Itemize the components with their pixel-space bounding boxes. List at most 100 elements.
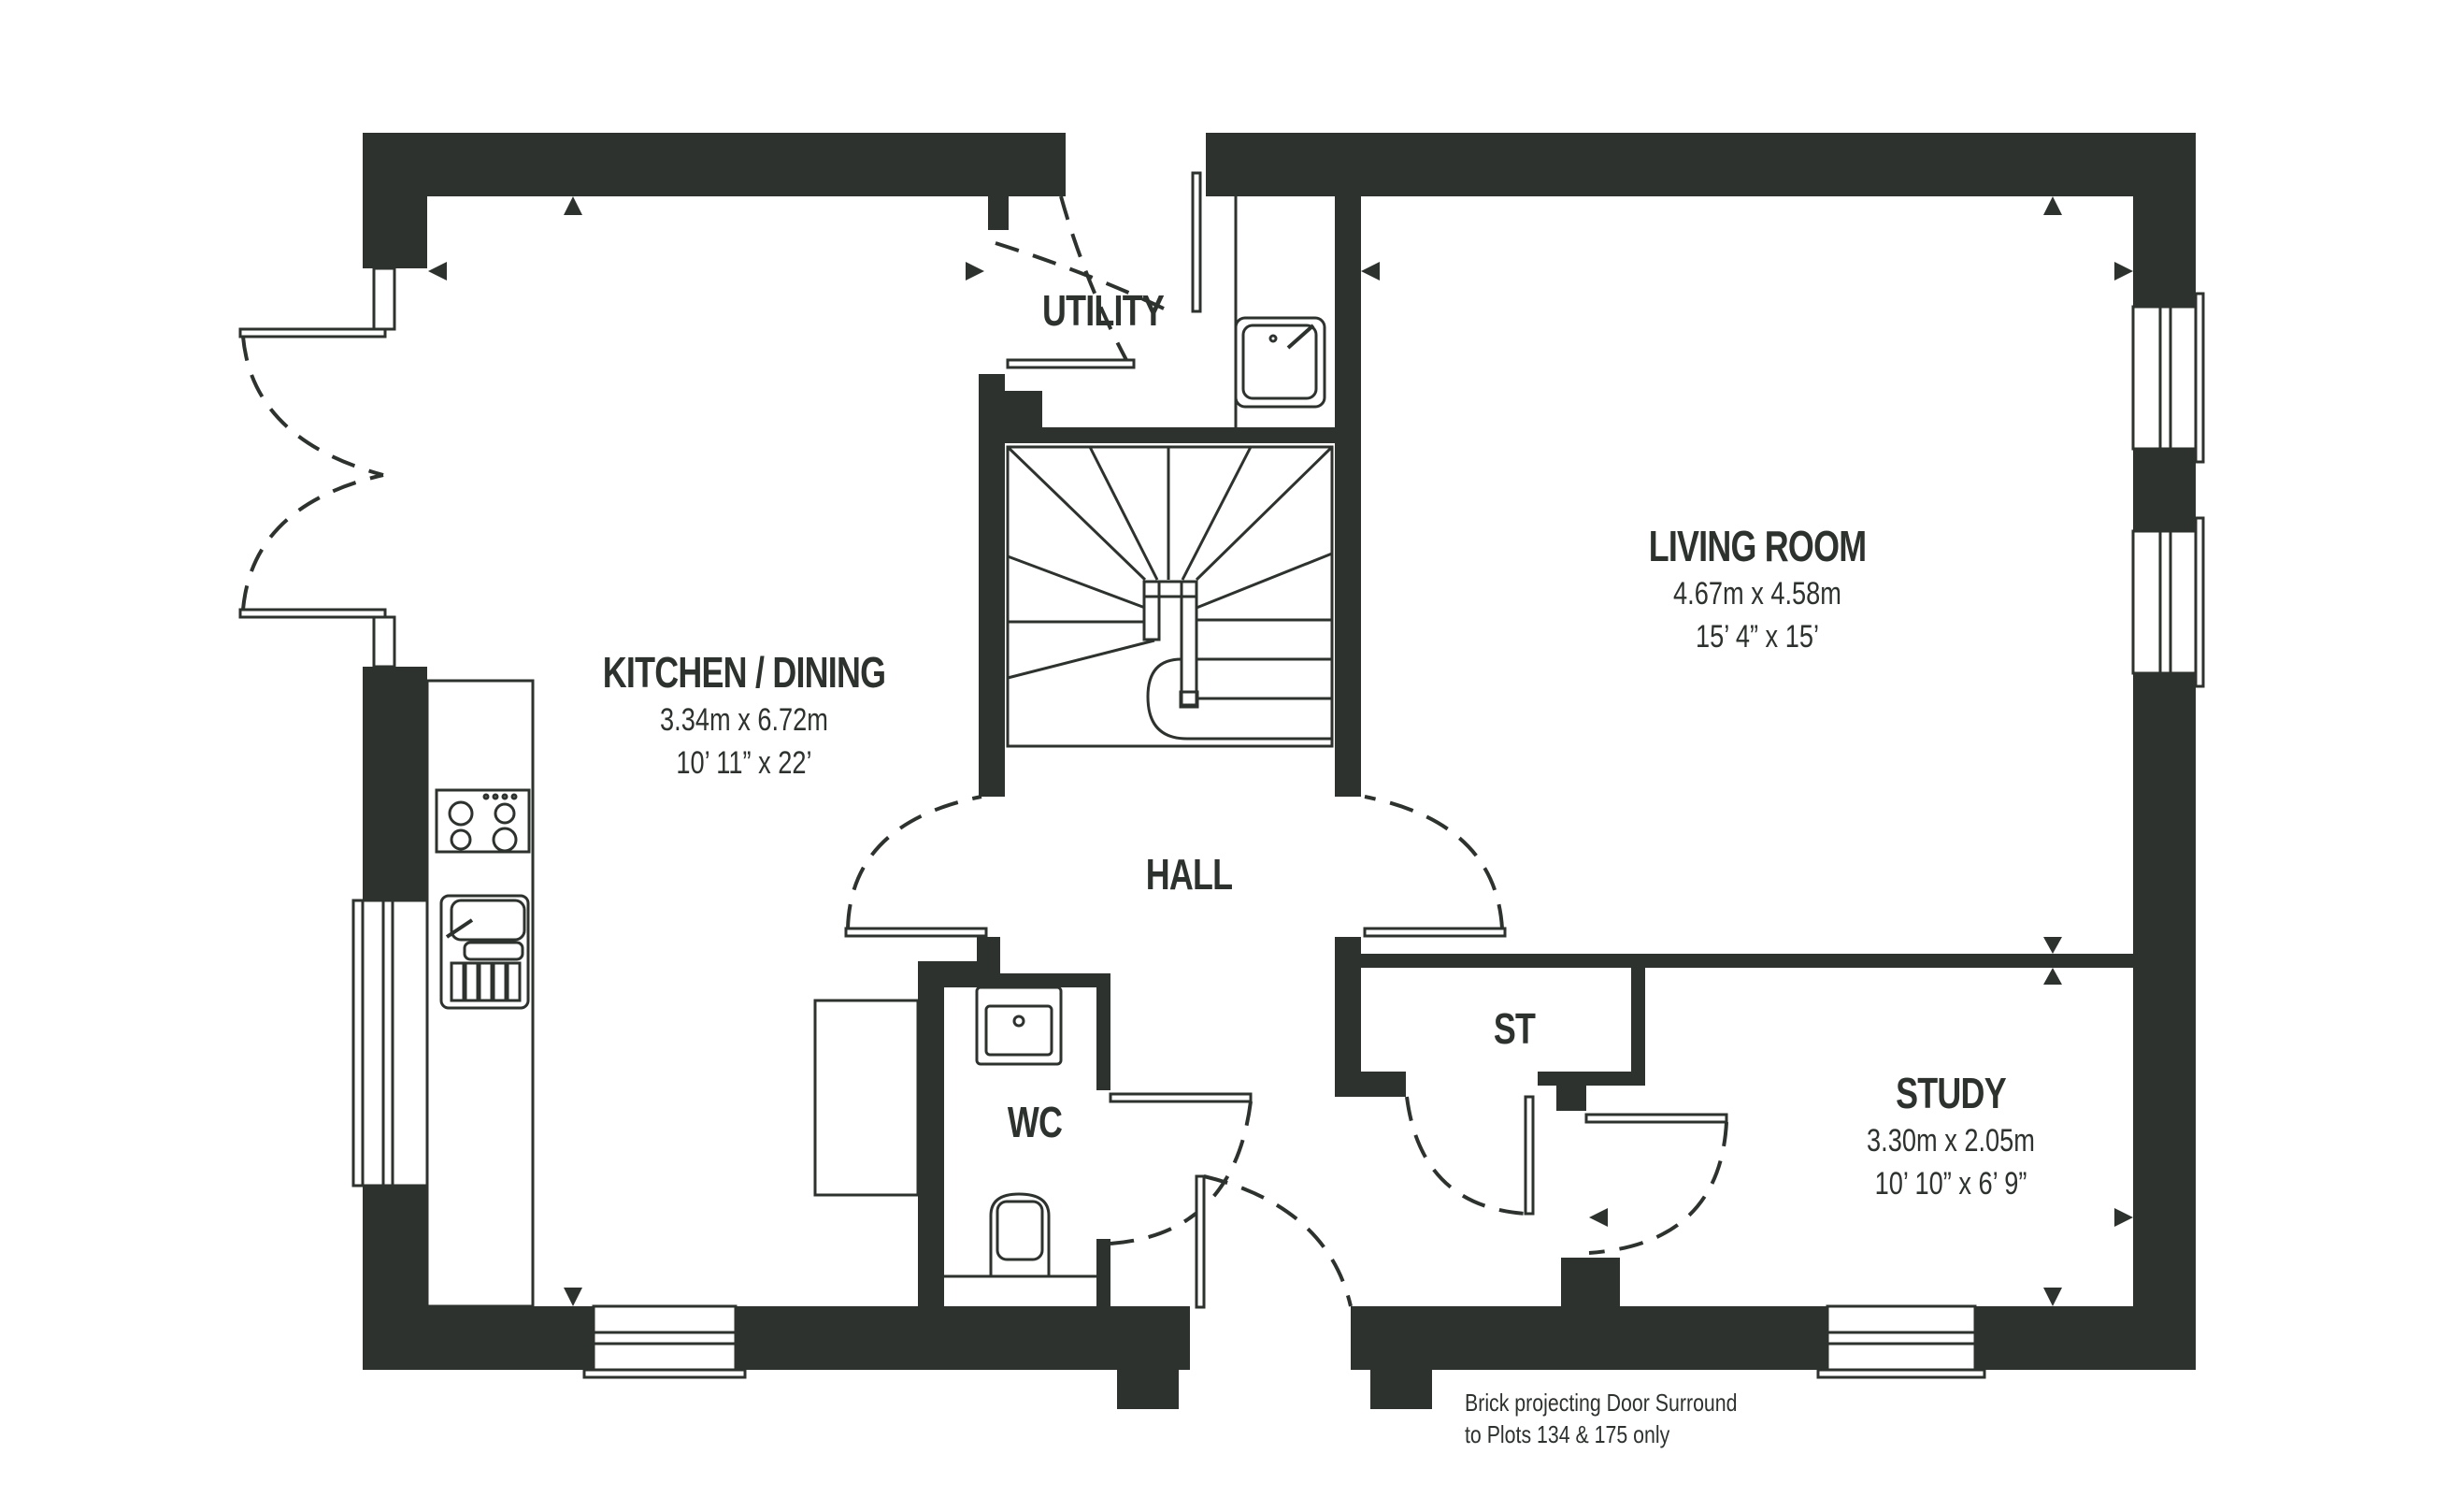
door-swing xyxy=(1059,195,1128,361)
window-living-2 xyxy=(2131,529,2198,675)
shape xyxy=(1234,316,1326,409)
shape xyxy=(1589,1208,1608,1227)
st-right-wall xyxy=(1631,968,1645,1086)
room-dim-imperial: 15’ 4” x 15’ xyxy=(1695,619,1820,655)
window xyxy=(372,615,396,669)
room-label-wc: WC xyxy=(1000,1096,1070,1148)
window-study-bottom xyxy=(1826,1304,1977,1372)
door-swing xyxy=(1203,1174,1353,1307)
line xyxy=(1088,446,1159,581)
shape xyxy=(439,894,530,1010)
shape xyxy=(450,961,466,1002)
shape xyxy=(1142,580,1198,598)
shape xyxy=(1241,324,1318,400)
shape xyxy=(975,986,1063,1066)
wall-bottom-a xyxy=(363,1306,594,1370)
front-door-leaf xyxy=(1195,1174,1206,1309)
utility-sink-icon xyxy=(1234,196,1326,428)
shape xyxy=(1268,334,1278,343)
staircase-icon xyxy=(1006,445,1334,748)
shape xyxy=(448,800,474,827)
shape xyxy=(425,679,535,1308)
shape xyxy=(492,827,518,853)
study-door-leaf xyxy=(1584,1113,1728,1124)
room-name: HALL xyxy=(1145,850,1233,899)
door-swing xyxy=(1588,1121,1728,1255)
note-line-2: to Plots 134 & 175 only xyxy=(1465,1420,1670,1448)
shape xyxy=(1179,690,1199,709)
window-kitchen-side xyxy=(361,899,429,1188)
shape xyxy=(2114,1208,2133,1227)
kitchen-sink-icon xyxy=(439,894,530,1010)
shape xyxy=(984,1004,1053,1057)
wall-stub xyxy=(979,391,1042,428)
room-label-kitchen: KITCHEN / DINING 3.34m x 6.72m 10’ 11” x… xyxy=(563,646,925,784)
door-swing xyxy=(995,241,1165,310)
shape xyxy=(966,262,984,281)
living-left-wall xyxy=(1335,196,1361,797)
door-swing xyxy=(1110,1101,1253,1245)
line xyxy=(1195,445,1334,582)
line xyxy=(1196,552,1333,610)
shape xyxy=(464,961,480,1002)
line xyxy=(1181,446,1253,581)
shape xyxy=(1180,580,1198,707)
shape xyxy=(564,1288,582,1306)
room-name: KITCHEN / DINING xyxy=(602,648,886,697)
wall-bottom-pier-left xyxy=(1117,1370,1179,1409)
wc-door-leaf xyxy=(1109,1092,1253,1103)
stair-left-wall xyxy=(979,374,1005,797)
line xyxy=(1286,324,1315,350)
line xyxy=(1007,554,1146,610)
shape xyxy=(492,793,499,800)
wall-bottom-b xyxy=(736,1306,1190,1370)
shape xyxy=(1146,657,1332,741)
wall-left-mid xyxy=(363,667,427,900)
room-label-utility: UTILITY xyxy=(1025,284,1182,337)
wall-right-pier xyxy=(2133,449,2196,531)
shape xyxy=(510,793,518,800)
door-surround-note: Brick projecting Door Surround to Plots … xyxy=(1465,1387,1738,1450)
hob-icon xyxy=(435,788,531,854)
room-dim-imperial: 10’ 11” x 22’ xyxy=(676,745,812,781)
wall-stub xyxy=(1561,1258,1620,1306)
shape xyxy=(989,1192,1051,1276)
wall-stub xyxy=(1335,1072,1406,1097)
wall-stub xyxy=(1556,1072,1586,1111)
room-name: ST xyxy=(1493,1004,1536,1053)
fridge-unit xyxy=(813,999,920,1197)
room-label-store: ST xyxy=(1488,1002,1541,1055)
window-kitchen-bottom xyxy=(592,1304,738,1372)
store-door-leaf xyxy=(1524,1095,1535,1216)
french-door-leaf-top xyxy=(238,327,387,338)
shape xyxy=(2043,1288,2062,1306)
shape xyxy=(2043,968,2062,985)
wall-bottom-c xyxy=(1351,1306,1827,1370)
room-dim-metric: 4.67m x 4.58m xyxy=(1673,576,1841,612)
door-swing xyxy=(241,336,384,477)
wall-stub xyxy=(944,973,1110,987)
line xyxy=(1007,639,1155,680)
shape xyxy=(450,899,526,942)
door-swing xyxy=(241,473,384,611)
window xyxy=(2194,292,2205,464)
room-label-living: LIVING ROOM 4.67m x 4.58m 15’ 4” x 15’ xyxy=(1618,520,1897,658)
shape xyxy=(2043,937,2062,954)
room-label-hall: HALL xyxy=(1134,848,1245,900)
measurement-arrow-icon xyxy=(428,196,2133,1306)
shape xyxy=(492,961,508,1002)
outer-walls xyxy=(363,133,2196,1409)
door-swing xyxy=(1405,1096,1526,1216)
shape xyxy=(564,196,582,215)
window xyxy=(372,266,396,331)
internal-walls xyxy=(918,196,2133,1309)
toilet-icon xyxy=(944,1192,1096,1278)
wall-stub xyxy=(1538,1072,1645,1086)
basin-icon xyxy=(975,986,1063,1066)
line xyxy=(1006,445,1147,582)
room-name: UTILITY xyxy=(1041,286,1165,335)
wall-right-lower xyxy=(2133,673,2196,1370)
shape xyxy=(482,793,490,800)
shape xyxy=(463,941,524,961)
